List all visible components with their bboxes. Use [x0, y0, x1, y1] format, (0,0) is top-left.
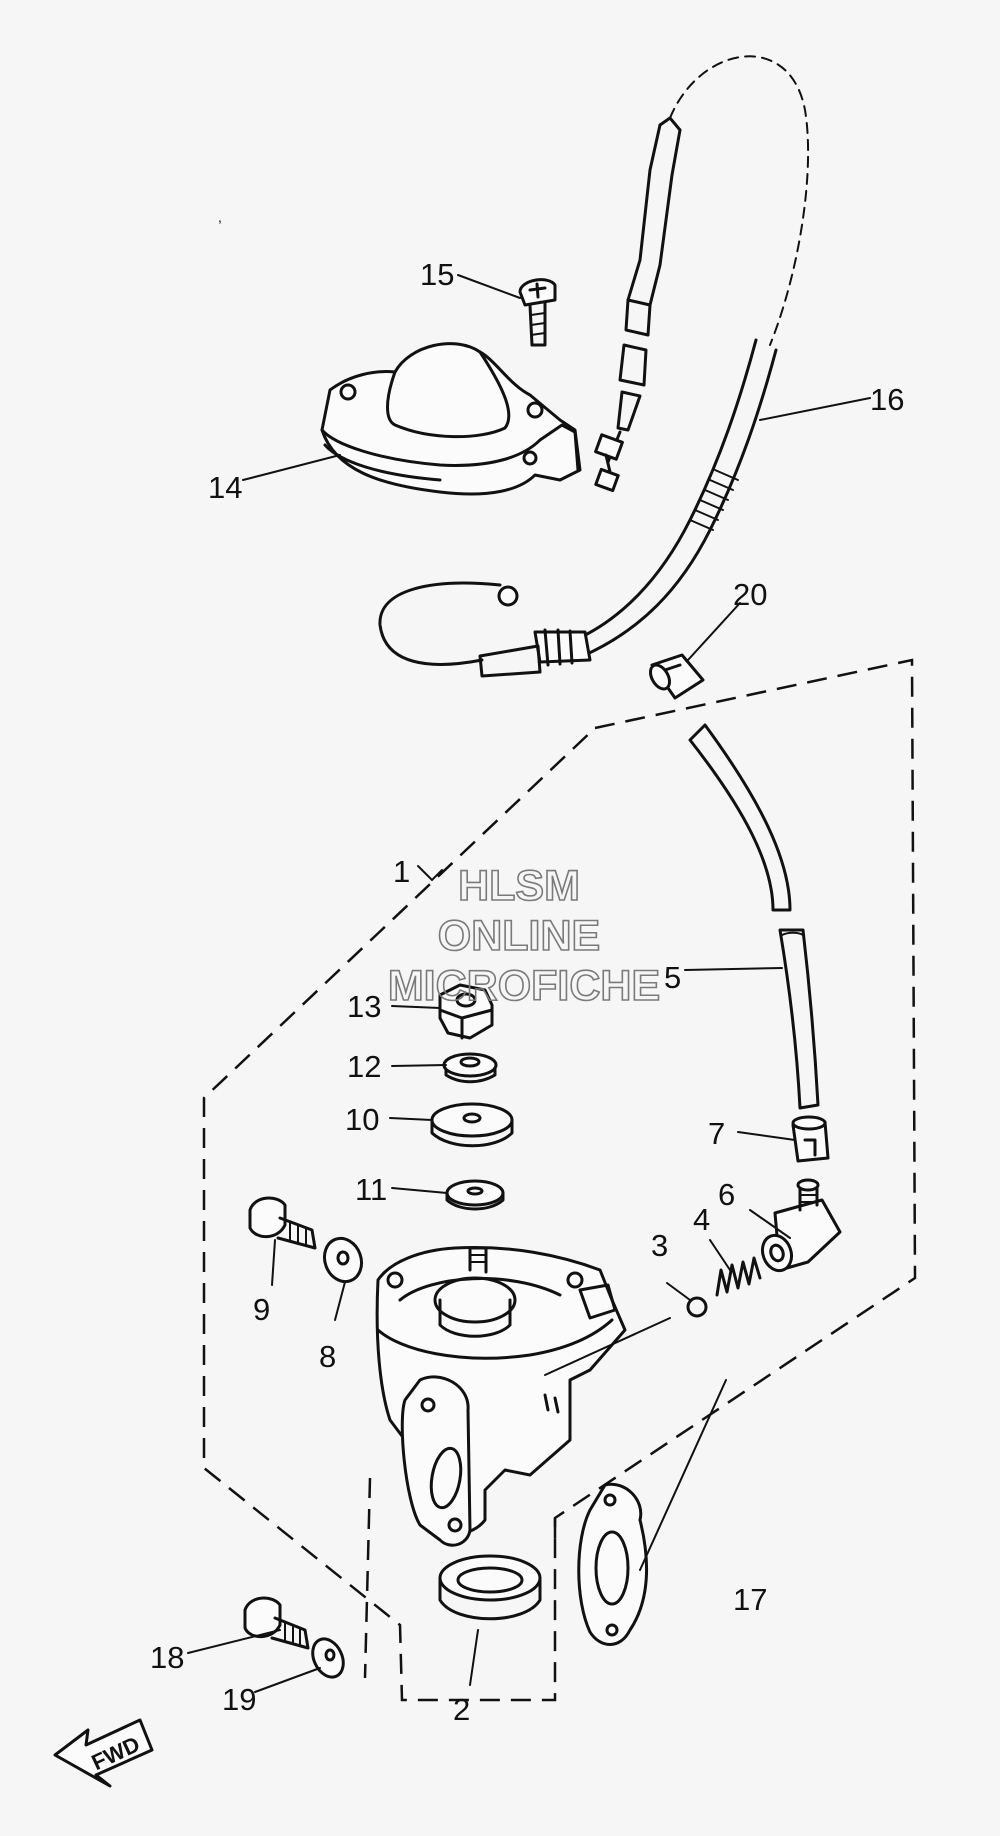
callout-20: 20: [733, 577, 767, 612]
washer-10: [430, 1102, 514, 1148]
bolt-18: [243, 1596, 310, 1650]
lock-washer-12: [442, 1052, 498, 1084]
ball-3: [686, 1296, 708, 1318]
hose-lower-5: [778, 928, 820, 1110]
washer-19: [311, 1637, 345, 1679]
sleeve-20: [649, 653, 705, 700]
watermark-line-3: MICROFICHE: [388, 962, 660, 1010]
screw-15: [518, 278, 557, 347]
washer-11: [445, 1179, 505, 1211]
watermark-line-1: HLSM: [458, 862, 580, 910]
callout-1: 1: [393, 854, 410, 889]
callout-7: 7: [708, 1116, 725, 1151]
callout-16: 16: [870, 382, 904, 417]
callout-5: 5: [664, 960, 681, 995]
inner-dash-left: [363, 1477, 372, 1679]
elbow-joint-6: [760, 1178, 842, 1273]
sleeve-7: [791, 1115, 830, 1163]
assembly-boundary: [202, 658, 917, 1702]
watermark-line-2: ONLINE: [438, 912, 600, 960]
leader-lines: [187, 274, 871, 1693]
callout-13: 13: [347, 989, 381, 1024]
hose-upper-5: [688, 723, 792, 912]
callout-numbers: 1 2 3 4 5 6 7 8 9 10 11 12 13 14 15 16 1…: [150, 209, 904, 1727]
pump-body-1: [375, 1246, 671, 1547]
callout-10: 10: [345, 1102, 379, 1137]
forward-direction-arrow: FWD: [53, 1718, 154, 1788]
callout-15: 15: [420, 257, 454, 292]
callout-14: 14: [208, 470, 242, 505]
callout-12: 12: [347, 1049, 381, 1084]
spring-4: [715, 1256, 762, 1297]
callout-19: 19: [222, 1682, 256, 1717]
callout-18: 18: [150, 1640, 184, 1675]
callout-6: 6: [718, 1177, 735, 1212]
cable-assembly-16: [378, 55, 810, 678]
cover-14: [320, 342, 582, 496]
nut-13: [438, 983, 494, 1040]
bolt-9: [248, 1196, 317, 1250]
watermark: HLSM ONLINE MICROFICHE: [387, 861, 661, 1011]
oil-seal-2: [438, 1554, 542, 1621]
washer-8: [322, 1236, 364, 1284]
callout-2: 2: [453, 1692, 470, 1727]
callout-3: 3: [651, 1228, 668, 1263]
callout-4: 4: [693, 1202, 710, 1237]
stray-mark: ,: [218, 209, 222, 225]
callout-8: 8: [319, 1339, 336, 1374]
callout-9: 9: [253, 1292, 270, 1327]
callout-17: 17: [733, 1582, 767, 1617]
gasket-17: [577, 1482, 648, 1646]
callout-11: 11: [355, 1172, 387, 1207]
